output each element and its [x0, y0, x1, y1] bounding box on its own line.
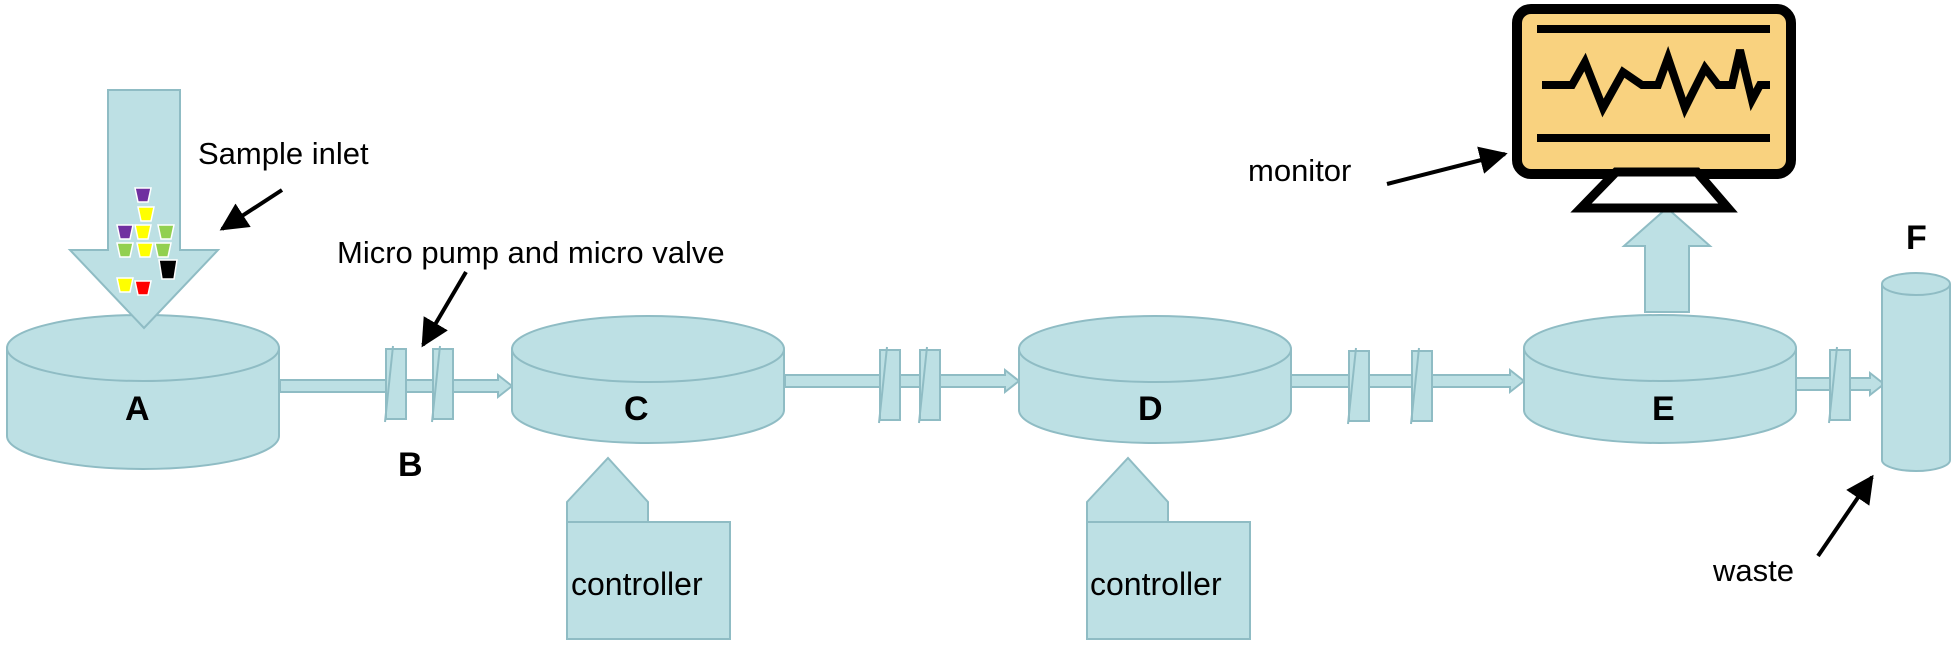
pump-valve-pointer [421, 270, 468, 348]
signal-waveform [1542, 46, 1770, 119]
monitor-icon [1512, 4, 1796, 213]
controller-c-arrow [566, 456, 649, 529]
waste-label: waste [1712, 553, 1794, 588]
sample-cup-icon [116, 224, 134, 240]
sample-inlet-pointer [219, 188, 284, 231]
pipe-d-to-e [1289, 367, 1526, 395]
label-c: C [624, 390, 649, 428]
label-e: E [1652, 390, 1675, 428]
vessel-a [6, 314, 280, 470]
sample-cup-icon [134, 224, 152, 240]
vessel-c [511, 315, 785, 444]
monitor-stand [1570, 167, 1738, 213]
label-a: A [125, 390, 150, 428]
sample-cup-icon [137, 206, 155, 222]
sample-cup-icon [116, 242, 134, 258]
sample-cup-icon [158, 259, 178, 280]
controller-d-arrow [1086, 456, 1169, 529]
sample-inlet-label: Sample inlet [198, 136, 369, 171]
waste-pointer [1816, 474, 1874, 558]
sample-cup-icon [154, 242, 172, 258]
controller-box-d [1086, 521, 1251, 640]
label-b: B [398, 446, 423, 484]
pump-valve-group-b [384, 345, 454, 423]
vessel-e [1523, 314, 1797, 444]
label-f: F [1906, 219, 1927, 257]
sample-cups [116, 187, 178, 296]
controller-box-c [566, 521, 731, 640]
waste-tube-f [1881, 272, 1951, 472]
e-to-monitor-arrow [1621, 206, 1713, 313]
pipe-c-to-d [784, 367, 1021, 395]
sample-cup-icon [134, 280, 152, 296]
sample-cup-icon [134, 187, 152, 203]
vessel-d [1018, 315, 1292, 444]
monitor-label: monitor [1248, 153, 1351, 188]
monitor-pointer [1386, 146, 1508, 186]
sample-cup-icon [157, 224, 175, 240]
controller-label-d: controller [1090, 566, 1222, 602]
controller-label-c: controller [571, 566, 703, 602]
pump-valve-label: Micro pump and micro valve [337, 235, 725, 270]
label-d: D [1138, 390, 1163, 428]
sample-cup-icon [136, 242, 154, 258]
pump-valve-group-cd [878, 346, 941, 424]
pump-valve-group-de [1347, 347, 1433, 425]
pump-valve-group-ef [1828, 346, 1851, 424]
sample-cup-icon [116, 277, 134, 293]
